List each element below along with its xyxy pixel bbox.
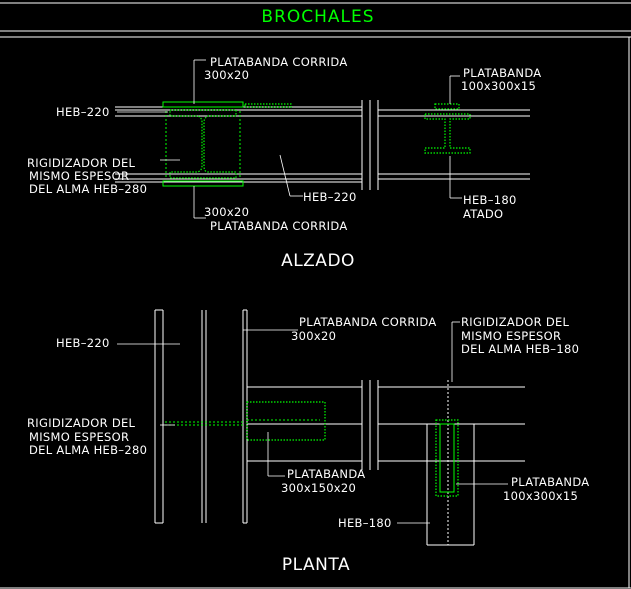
planta-plate-right-name: PLATABANDA	[511, 475, 589, 489]
alzado-view: HEB–220 PLATABANDA CORRIDA 300x20 RIGIDI…	[27, 55, 541, 271]
alzado-heb220-mid-label: HEB–220	[303, 190, 357, 204]
planta-right-beam	[377, 380, 525, 546]
planta-plate-run-name: PLATABANDA CORRIDA	[299, 315, 437, 329]
planta-heb220-beam	[246, 380, 371, 470]
alzado-plate-bot-size: 300x20	[204, 205, 249, 219]
drawing-title: BROCHALES	[261, 7, 374, 27]
alzado-stiffener-line2: MISMO ESPESOR	[29, 169, 129, 183]
planta-plate-mid-name: PLATABANDA	[287, 467, 365, 481]
planta-plate-mid-size: 300x150x20	[281, 481, 356, 495]
planta-plate-run-size: 300x20	[291, 329, 336, 343]
planta-stiff180-line2: MISMO ESPESOR	[461, 329, 561, 343]
planta-stiff280-line3: DEL ALMA HEB–280	[29, 443, 147, 457]
alzado-plate-top-name: PLATABANDA CORRIDA	[210, 55, 348, 69]
alzado-view-label: ALZADO	[281, 251, 355, 271]
alzado-atado-label: ATADO	[463, 207, 503, 221]
alzado-plate-top-size: 300x20	[204, 68, 249, 82]
planta-column	[154, 309, 248, 524]
planta-heb180-label: HEB–180	[338, 516, 392, 530]
alzado-heb220-left-label: HEB–220	[56, 105, 110, 119]
planta-leaders	[117, 321, 508, 524]
alzado-plate-right-name: PLATABANDA	[463, 66, 541, 80]
planta-stiff280-line2: MISMO ESPESOR	[29, 430, 129, 444]
alzado-heb220-beam	[115, 100, 371, 190]
alzado-stiffener-line3: DEL ALMA HEB–280	[29, 182, 147, 196]
planta-stiff180-line3: DEL ALMA HEB–180	[461, 342, 579, 356]
alzado-stiffener-line1: RIGIDIZADOR DEL	[27, 156, 136, 170]
alzado-plate-bot-name: PLATABANDA CORRIDA	[210, 219, 348, 233]
planta-heb220-left-label: HEB–220	[56, 336, 110, 350]
planta-view-label: PLANTA	[282, 555, 350, 575]
planta-stiff280-line1: RIGIDIZADOR DEL	[27, 416, 136, 430]
planta-plate-right-size: 100x300x15	[503, 489, 578, 503]
planta-view: HEB–220 PLATABANDA CORRIDA 300x20 RIGIDI…	[27, 309, 589, 575]
planta-stiff180-line1: RIGIDIZADOR DEL	[461, 315, 570, 329]
alzado-heb280-section	[162, 101, 292, 187]
alzado-plate-right-size: 100x300x15	[461, 79, 536, 93]
alzado-leaders	[117, 59, 462, 219]
alzado-heb180-section	[424, 103, 471, 154]
alzado-heb180-label: HEB–180	[463, 193, 517, 207]
alzado-right-beam	[377, 100, 530, 190]
